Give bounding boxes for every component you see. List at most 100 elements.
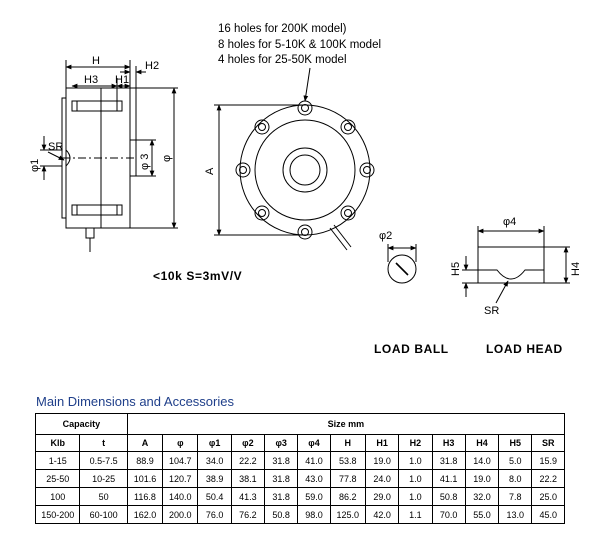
label-H5: H5 [450, 262, 462, 276]
column-header: φ4 [297, 434, 331, 452]
table-cell: 60-100 [79, 505, 128, 524]
side-view-labels: H H3 H1 H2 SR φ1 φ 3 φ [29, 55, 173, 172]
column-header: H4 [464, 434, 500, 452]
table-cell: 14.0 [464, 451, 500, 470]
column-header: SR [531, 434, 565, 452]
top-load-button [289, 154, 321, 186]
table-cell: 38.9 [197, 469, 232, 488]
column-header: H3 [431, 434, 466, 452]
label-SR-side: SR [48, 141, 63, 153]
table-cell: 25-50 [34, 469, 81, 488]
table-cell: 31.8 [431, 451, 466, 470]
column-header: H5 [498, 434, 533, 452]
table-cell: 116.8 [126, 487, 164, 506]
label-SR-head: SR [484, 305, 499, 317]
table-cell: 43.0 [297, 469, 331, 488]
table-cell: 100 [34, 487, 81, 506]
table-cell: 150-200 [34, 505, 81, 524]
table-cell: 98.0 [297, 505, 331, 524]
top-view-labels: A 16 holes for 200K model) 8 holes for 5… [153, 23, 381, 283]
table-cell: 22.2 [230, 451, 266, 470]
hole-note-1: 16 holes for 200K model) [218, 23, 347, 35]
label-phi2: φ2 [379, 230, 392, 242]
size-header: Size mm [126, 413, 566, 435]
label-H: H [92, 55, 100, 67]
table-cell: 77.8 [329, 469, 366, 488]
table-cell: 50 [79, 487, 128, 506]
table-cell: 19.0 [464, 469, 500, 488]
section-title: Main Dimensions and Accessories [36, 394, 234, 409]
table-cell: 22.2 [531, 469, 565, 488]
top-bolt-circle [254, 119, 356, 221]
table-group-header: Capacity Size mm [35, 413, 566, 435]
table-cell: 0.5-7.5 [79, 451, 128, 470]
table-cell: 41.0 [297, 451, 331, 470]
side-cable-gland [85, 227, 95, 239]
table-cell: 50.8 [431, 487, 466, 506]
table-cell: 7.8 [498, 487, 533, 506]
technical-drawing: H H3 H1 H2 SR φ1 φ 3 φ [29, 23, 582, 356]
column-header: φ1 [197, 434, 232, 452]
side-sr-arc [65, 149, 71, 167]
table-cell: 125.0 [329, 505, 366, 524]
table-cell: 29.0 [364, 487, 400, 506]
table-cell: 1-15 [34, 451, 81, 470]
side-load-button [129, 139, 137, 177]
table-cell: 1.0 [398, 487, 433, 506]
column-header: t [79, 434, 128, 452]
table-cell: 200.0 [162, 505, 199, 524]
top-view [214, 67, 375, 251]
load-head-cavity [478, 269, 544, 280]
table-cell: 104.7 [162, 451, 199, 470]
table-cell: 86.2 [329, 487, 366, 506]
load-head-caption: LOAD HEAD [486, 342, 563, 356]
table-cell: 1.0 [398, 469, 433, 488]
table-cell: 31.8 [264, 451, 299, 470]
table-cell: 8.0 [498, 469, 533, 488]
top-cable [329, 227, 348, 251]
top-inner-ring [282, 147, 328, 193]
label-phi: φ [161, 155, 173, 162]
column-header: φ2 [230, 434, 266, 452]
load-ball [387, 244, 417, 284]
load-ball-circle [387, 254, 417, 284]
table-cell: 53.8 [329, 451, 366, 470]
side-view [40, 60, 178, 252]
side-bolt-top [71, 100, 123, 112]
table-cell: 76.2 [230, 505, 266, 524]
label-H4: H4 [570, 262, 582, 276]
table-cell: 1.0 [398, 451, 433, 470]
label-phi4: φ4 [503, 216, 516, 228]
hole-note-3: 4 holes for 25-50K model [218, 54, 347, 66]
table-cell: 55.0 [464, 505, 500, 524]
label-phi1: φ1 [29, 159, 41, 172]
table-cell: 59.0 [297, 487, 331, 506]
table-cell: 32.0 [464, 487, 500, 506]
table-cell: 13.0 [498, 505, 533, 524]
column-header: A [126, 434, 164, 452]
sensitivity-note: <10k S=3mV/V [153, 269, 242, 283]
column-header: φ3 [264, 434, 299, 452]
label-A: A [204, 167, 216, 175]
table-cell: 1.1 [398, 505, 433, 524]
top-bolt-holes [235, 100, 375, 240]
table-cell: 41.3 [230, 487, 266, 506]
side-bolt-bottom [71, 204, 123, 216]
table-cell: 24.0 [364, 469, 400, 488]
table-cell: 162.0 [126, 505, 164, 524]
label-H3: H3 [84, 74, 98, 86]
dim-SR-head-leader [495, 280, 509, 304]
table-cell: 41.1 [431, 469, 466, 488]
table-cell: 38.1 [230, 469, 266, 488]
table-cell: 19.0 [364, 451, 400, 470]
table-cell: 70.0 [431, 505, 466, 524]
column-header: H [329, 434, 366, 452]
table-cell: 31.8 [264, 487, 299, 506]
label-H1: H1 [115, 74, 129, 86]
table-cell: 31.8 [264, 469, 299, 488]
table-cell: 10-25 [79, 469, 128, 488]
